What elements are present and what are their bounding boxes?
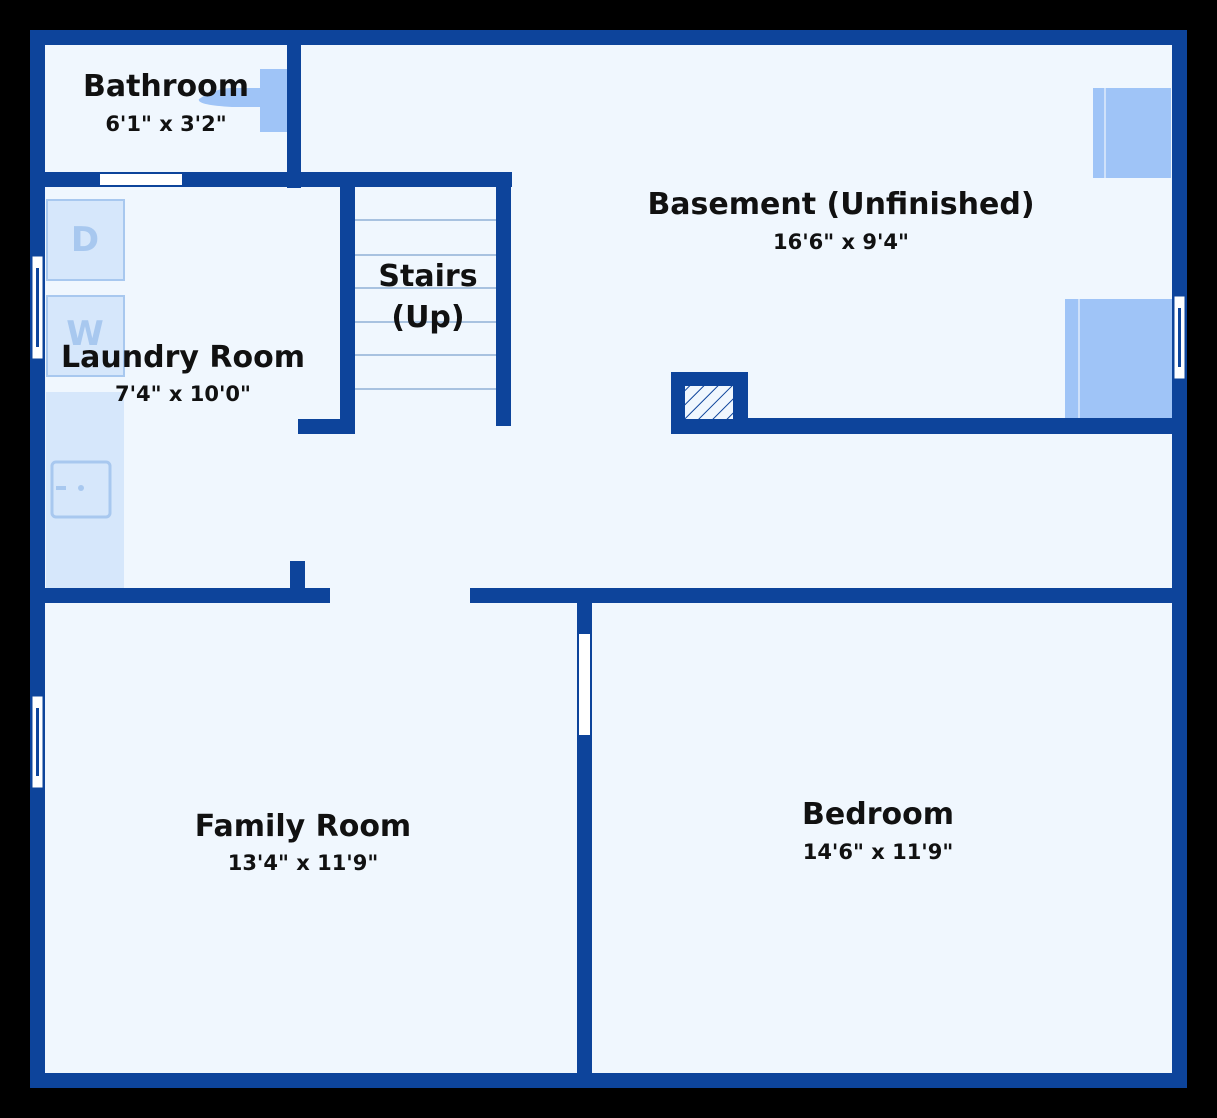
laundry-dim: 7'4" x 10'0" [115, 382, 251, 406]
appliance-mid-right-edge [1078, 299, 1080, 418]
family-dim: 13'4" x 11'9" [228, 851, 379, 875]
bedroom-dim: 14'6" x 11'9" [803, 840, 954, 864]
stairs [354, 219, 496, 390]
sink-icon [50, 460, 112, 519]
bedroom-door-opening [579, 634, 590, 735]
stairs-label-line1: Stairs [378, 259, 477, 294]
floor-area [38, 38, 1179, 1080]
fixtures: D W [46, 69, 1172, 588]
washer [46, 295, 125, 377]
appliance-mid-right [1065, 299, 1172, 418]
chimney-hatch-lines [685, 386, 733, 419]
appliance-top-right-edge [1104, 88, 1106, 178]
basement-name: Basement (Unfinished) [647, 187, 1034, 222]
washer-label: W [66, 314, 104, 354]
openings [31, 174, 1186, 789]
room-labels: Bathroom 6'1" x 3'2" Laundry Room 7'4" x… [61, 69, 1035, 875]
basement-dim: 16'6" x 9'4" [773, 230, 909, 254]
faucet [56, 486, 66, 490]
dryer [46, 199, 125, 281]
bathroom-door-opening [100, 174, 182, 185]
laundry-name: Laundry Room [61, 340, 305, 375]
bathroom-name: Bathroom [83, 69, 249, 104]
walls [30, 30, 1187, 1088]
family-name: Family Room [195, 809, 411, 844]
bedroom-name: Bedroom [802, 797, 954, 832]
stairs-label-line2: (Up) [391, 300, 464, 335]
toilet-icon [198, 69, 287, 132]
sink-drain [78, 485, 84, 491]
bathroom-dim: 6'1" x 3'2" [105, 112, 226, 136]
dryer-label: D [71, 220, 99, 260]
